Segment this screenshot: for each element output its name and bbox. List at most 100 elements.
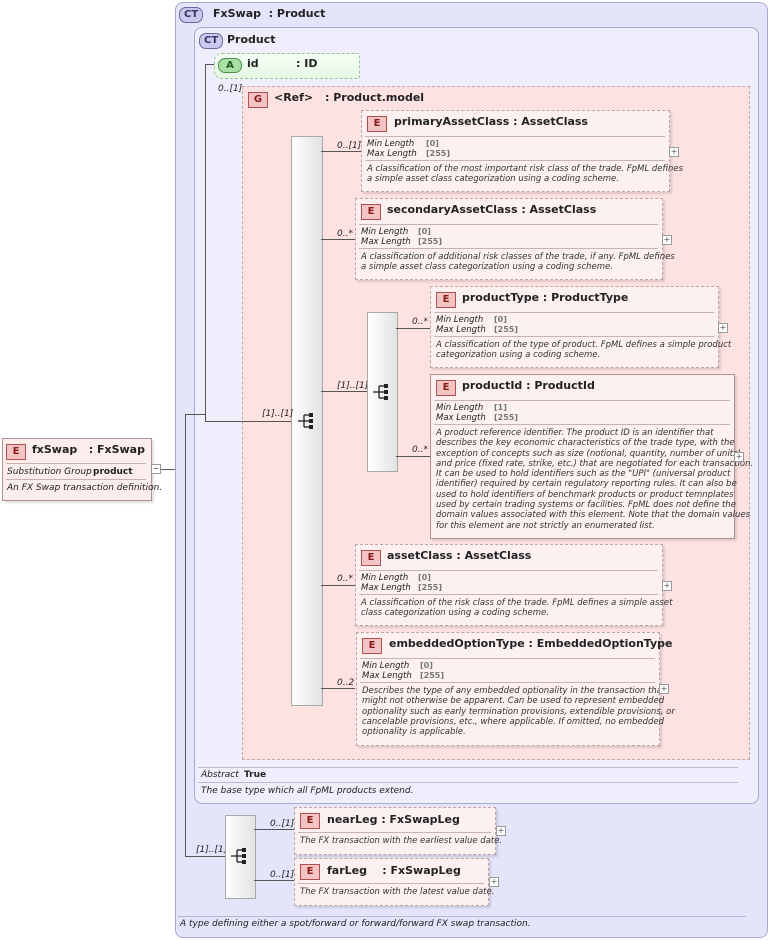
abstract-label: Abstract <box>201 770 239 780</box>
expand-icon[interactable]: + <box>489 877 499 887</box>
expand-icon[interactable]: + <box>662 235 672 245</box>
separator <box>298 832 491 833</box>
separator <box>359 248 658 249</box>
element-doc: The FX transaction with the earliest val… <box>300 836 502 846</box>
element-badge: E <box>6 444 26 460</box>
element-name: secondaryAssetClass : AssetClass <box>387 203 597 216</box>
connector <box>185 414 186 856</box>
element-far-leg[interactable] <box>294 858 489 906</box>
product-id-cardinality: 0..* <box>412 445 428 455</box>
element-badge: E <box>436 292 456 308</box>
attribute-badge: A <box>218 58 242 73</box>
legs-sequence-compositor[interactable] <box>225 815 256 899</box>
separator <box>6 479 146 480</box>
connector <box>185 856 225 857</box>
product-type-cardinality: 0..* <box>412 317 428 327</box>
separator <box>359 224 658 225</box>
min-length-label: Min Length <box>362 661 410 671</box>
doc-line: A classification of the type of product.… <box>436 340 732 350</box>
element-embedded-option-type[interactable] <box>356 632 660 746</box>
group-ref-label: <Ref> <box>274 91 314 104</box>
group-badge: G <box>248 92 268 108</box>
expand-icon[interactable]: + <box>496 826 506 836</box>
connector <box>254 829 294 830</box>
element-doc: A classification of the type of product.… <box>436 340 731 361</box>
separator <box>6 463 146 464</box>
doc-line: identifier) required by certain regulato… <box>436 479 737 490</box>
element-primary-asset-class[interactable] <box>361 110 670 192</box>
element-name: productId : ProductId <box>462 379 595 392</box>
element-product-type[interactable] <box>430 286 719 368</box>
doc-line: and price (fixed rate, strike, etc.) tha… <box>436 458 754 469</box>
separator <box>360 682 655 683</box>
id-attribute-type: : ID <box>296 57 318 70</box>
doc-line: describes the key economic characteristi… <box>436 438 735 449</box>
primary-cardinality: 0..[1] <box>337 141 362 151</box>
doc-line: exception of concepts such as size (noti… <box>436 448 741 459</box>
max-length-value: [255] <box>418 237 443 246</box>
embedded-cardinality: 0..2 <box>337 678 355 688</box>
max-length-value: [255] <box>494 325 519 334</box>
collapse-icon[interactable]: − <box>151 464 161 474</box>
min-length-label: Min Length <box>436 403 484 413</box>
doc-line: used by certain trading systems or facil… <box>436 500 736 511</box>
element-name: primaryAssetClass : AssetClass <box>394 115 588 128</box>
max-length-label: Max Length <box>436 325 486 335</box>
doc-line: used to hold identifiers of benchmark pr… <box>436 489 734 500</box>
sequence-icon <box>298 413 313 429</box>
doc-line: A classification of the most important r… <box>367 164 684 174</box>
connector <box>396 328 431 329</box>
substitution-group-value: product <box>93 467 133 477</box>
expand-icon[interactable]: + <box>659 684 669 694</box>
connector <box>321 688 355 689</box>
element-asset-class[interactable] <box>355 544 663 626</box>
connector <box>185 414 205 415</box>
sequence-icon <box>373 384 388 400</box>
element-badge: E <box>436 380 456 396</box>
root-element-name: fxSwap : FxSwap <box>32 443 145 456</box>
element-badge: E <box>361 204 381 220</box>
element-near-leg[interactable] <box>294 807 496 855</box>
max-length-label: Max Length <box>361 237 411 247</box>
expand-icon[interactable]: + <box>669 147 679 157</box>
doc-line: domain values associated with this eleme… <box>436 510 751 521</box>
expand-icon[interactable]: + <box>662 581 672 591</box>
max-length-label: Max Length <box>367 149 417 159</box>
fxswap-ct-title: FxSwap : Product <box>213 7 326 20</box>
connector <box>205 64 206 421</box>
doc-line: for this element are not strictly an enu… <box>436 520 655 531</box>
element-doc: A classification of the risk class of th… <box>361 598 672 619</box>
sequence-icon <box>231 848 246 864</box>
min-length-value: [0] <box>418 227 431 236</box>
element-product-id[interactable] <box>430 374 735 539</box>
product-ct-title: Product <box>227 33 276 46</box>
expand-icon[interactable]: + <box>734 452 744 462</box>
connector <box>160 469 175 470</box>
min-length-label: Min Length <box>361 573 409 583</box>
max-length-label: Max Length <box>362 671 412 681</box>
separator <box>434 312 714 313</box>
far-leg-cardinality: 0..[1] <box>270 870 295 880</box>
separator <box>298 883 484 884</box>
asset-class-cardinality: 0..* <box>337 574 353 584</box>
expand-icon[interactable]: + <box>718 323 728 333</box>
connector <box>321 239 355 240</box>
element-doc: A classification of the most important r… <box>367 164 683 185</box>
doc-line: The FX transaction with the earliest val… <box>300 836 503 846</box>
element-doc: A product reference identifier. The prod… <box>436 428 753 531</box>
min-length-label: Min Length <box>361 227 409 237</box>
separator <box>198 767 738 768</box>
doc-line: a simple asset class categorization usin… <box>361 262 613 273</box>
connector <box>205 64 214 65</box>
min-length-value: [1] <box>494 403 507 412</box>
substitution-group-label: Substitution Group <box>7 467 92 477</box>
min-length-value: [0] <box>418 573 431 582</box>
max-length-label: Max Length <box>436 413 486 423</box>
element-secondary-asset-class[interactable] <box>355 198 663 280</box>
max-length-value: [255] <box>494 413 519 422</box>
main-seq-cardinality: [1]..[1] <box>262 409 294 419</box>
doc-line: A classification of additional risk clas… <box>361 252 675 262</box>
product-doc: The base type which all FpML products ex… <box>201 786 414 796</box>
doc-line: categorization using a coding scheme. <box>436 350 601 361</box>
element-doc: The FX transaction with the latest value… <box>300 887 494 897</box>
